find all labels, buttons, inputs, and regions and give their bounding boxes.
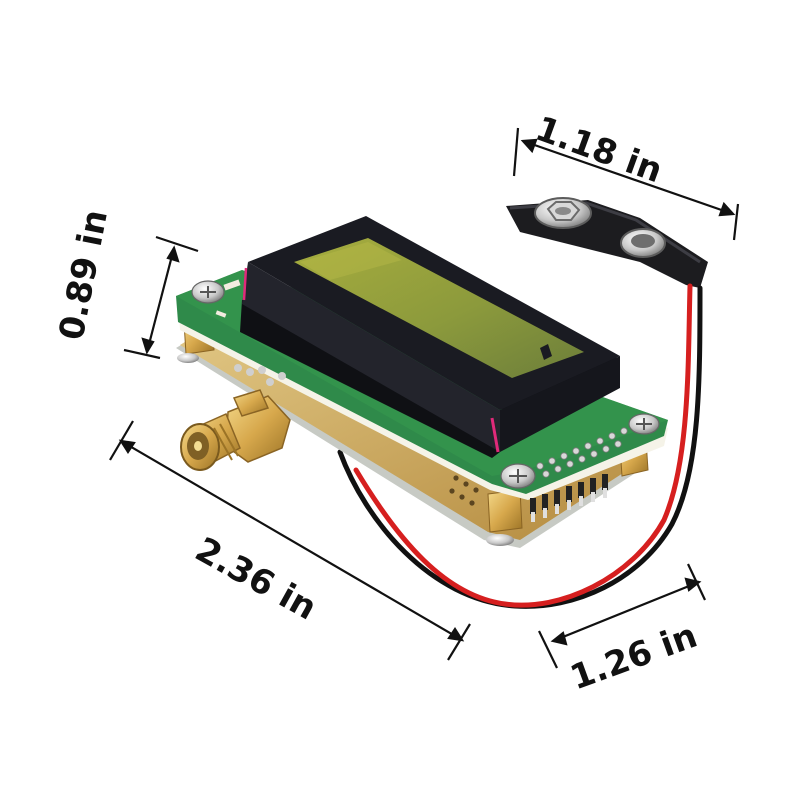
pcb-screws [191, 280, 660, 489]
sma-connector [180, 389, 291, 471]
battery-wires [337, 283, 703, 609]
dimension-line-length [109, 420, 471, 661]
header-pins [234, 364, 628, 522]
lcd-module [240, 216, 620, 458]
battery-snap [506, 197, 708, 288]
pcb-silkscreen [215, 279, 241, 318]
dimension-line-width [512, 127, 740, 241]
dimension-line-depth [538, 563, 706, 669]
dimension-line-height [123, 235, 199, 360]
lcd-screen [294, 238, 584, 378]
